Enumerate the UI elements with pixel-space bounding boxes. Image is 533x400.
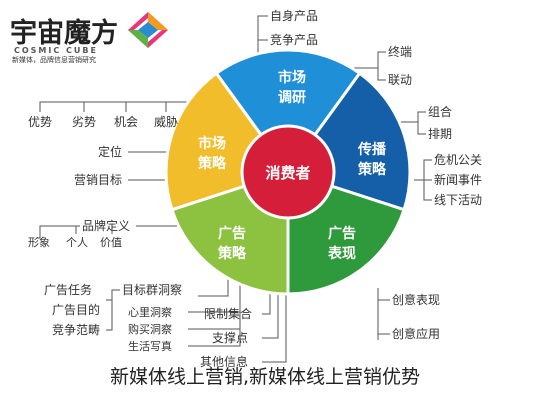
connector-lines bbox=[36, 15, 432, 363]
logo-tagline: 新媒体，品牌信息营销研究 bbox=[12, 55, 96, 64]
segment-market-line1: 市场 bbox=[198, 135, 226, 152]
label-creative-expression: 创意表现 bbox=[392, 292, 440, 307]
segment-adstrategy-line2: 策略 bbox=[217, 245, 247, 262]
logo: 宇宙魔方 COSMIC CUBE 新媒体，品牌信息营销研究 bbox=[10, 12, 168, 64]
label-support-point: 支撑点 bbox=[212, 330, 248, 345]
label-image: 形象 bbox=[28, 236, 50, 249]
label-target-insight: 目标群洞察 bbox=[122, 283, 182, 297]
logo-subtitle: COSMIC CUBE bbox=[14, 46, 98, 55]
label-combination: 组合 bbox=[428, 104, 452, 119]
label-positioning: 定位 bbox=[98, 144, 122, 159]
label-brand-definition: 品牌定义 bbox=[82, 218, 130, 233]
logo-title: 宇宙魔方 bbox=[10, 17, 118, 49]
segment-adstrategy-line1: 广告 bbox=[218, 225, 246, 242]
label-marketing-goal: 营销目标 bbox=[74, 173, 122, 187]
segment-research bbox=[214, 48, 362, 175]
segment-expression-line1: 广告 bbox=[328, 225, 356, 242]
segment-communication-line1: 传播 bbox=[357, 141, 387, 158]
segment-communication-line2: 策略 bbox=[357, 161, 387, 178]
label-linkage: 联动 bbox=[388, 73, 412, 87]
segment-market-line2: 策略 bbox=[197, 155, 227, 172]
label-purchase-insight: 购买洞察 bbox=[128, 322, 172, 336]
label-threat: 威胁 bbox=[154, 114, 178, 129]
label-value: 价值 bbox=[100, 236, 122, 249]
segment-expression-line2: 表现 bbox=[327, 245, 356, 262]
label-own-product: 自身产品 bbox=[270, 8, 318, 23]
label-ad-task: 广告任务 bbox=[44, 282, 92, 297]
segment-research-line2: 调研 bbox=[278, 90, 306, 106]
label-crisis-pr: 危机公关 bbox=[434, 153, 482, 167]
label-terminal: 终端 bbox=[388, 44, 412, 59]
label-competition-scope: 竞争范畴 bbox=[52, 323, 100, 337]
segment-research-line1: 市场 bbox=[278, 69, 306, 86]
label-restriction-set: 限制集合 bbox=[204, 306, 252, 321]
label-strength: 优势 bbox=[28, 115, 52, 129]
label-schedule: 排期 bbox=[428, 127, 452, 141]
caption: 新媒体线上营销,新媒体线上营销优势 bbox=[110, 366, 421, 388]
label-ad-purpose: 广告目的 bbox=[52, 302, 100, 317]
label-weakness: 劣势 bbox=[72, 115, 96, 129]
label-other-info: 其他信息 bbox=[200, 354, 248, 369]
center-circle bbox=[240, 124, 336, 220]
label-opportunity: 机会 bbox=[114, 115, 138, 129]
segment-labels: 市场 调研 传播 策略 广告 表现 广告 策略 市场 策略 bbox=[197, 69, 387, 262]
label-life-portrait: 生活写真 bbox=[128, 339, 172, 353]
outer-labels: 自身产品 竞争产品 终端 联动 组合 排期 危机公关 新闻事件 线下活动 创意表… bbox=[28, 8, 482, 369]
label-mind-insight: 心里洞察 bbox=[128, 305, 172, 319]
label-offline-event: 线下活动 bbox=[434, 193, 482, 207]
center-label: 消费者 bbox=[265, 164, 310, 182]
label-personal: 个人 bbox=[66, 236, 88, 249]
logo-cube-icon bbox=[128, 12, 168, 48]
label-competitor-product: 竞争产品 bbox=[270, 33, 318, 47]
label-creative-application: 创意应用 bbox=[392, 326, 440, 341]
label-news-event: 新闻事件 bbox=[434, 172, 482, 187]
